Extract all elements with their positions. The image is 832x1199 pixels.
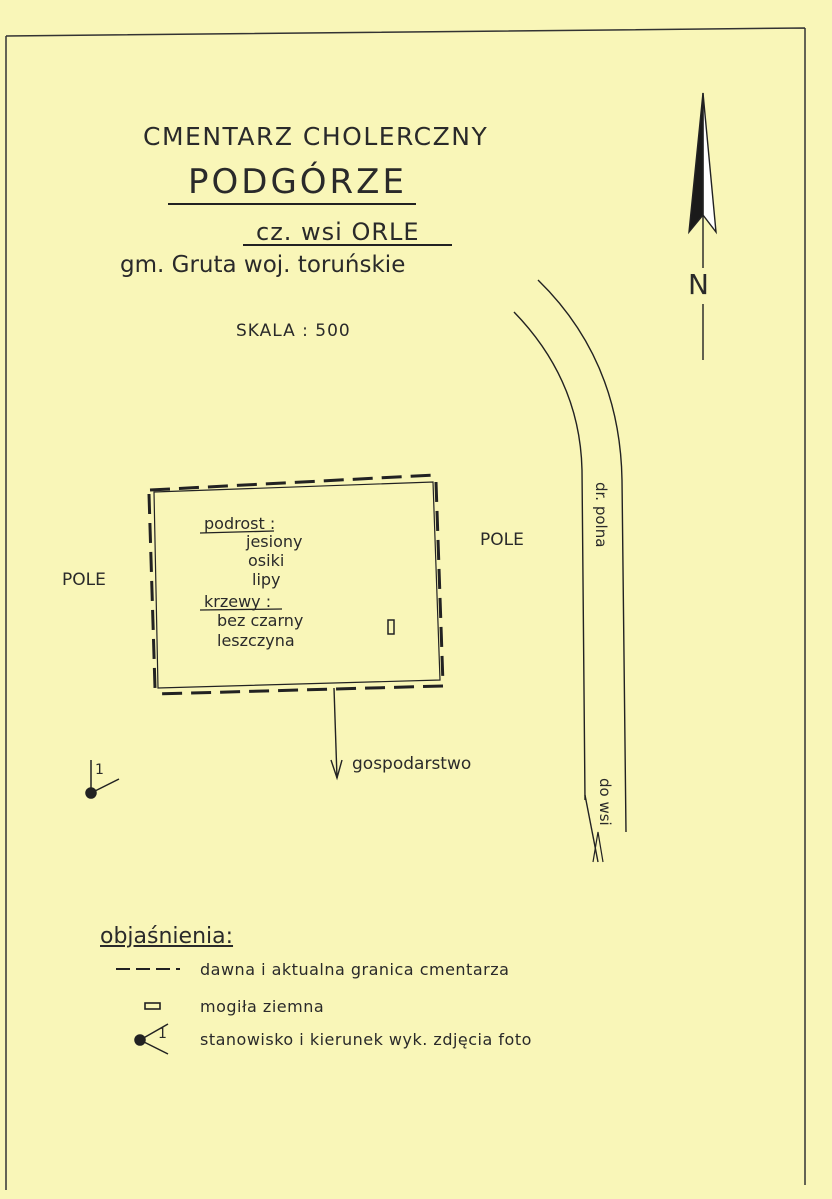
farm-arrow — [330, 687, 343, 781]
shrub-item: leszczyna — [217, 631, 295, 650]
road-upper-label: dr. polna — [592, 482, 610, 548]
legend-photo-symbol — [134, 1023, 169, 1055]
map-title: CMENTARZ CHOLERCZNY — [143, 122, 489, 151]
field-left-label: POLE — [62, 570, 106, 590]
photo-station-symbol — [85, 760, 120, 799]
scale-label: SKALA : 500 — [236, 321, 351, 341]
north-arrow — [688, 92, 717, 360]
village-label: cz. wsi ORLE — [256, 218, 420, 246]
undergrowth-label: podrost : — [204, 514, 276, 533]
field-right-label: POLE — [480, 530, 524, 550]
legend-title: objaśnienia: — [100, 924, 234, 949]
grave-mound-symbol — [387, 619, 395, 635]
farm-label: gospodarstwo — [352, 754, 472, 774]
tree-item: jesiony — [246, 532, 303, 551]
krzewy-underline — [199, 608, 283, 611]
legend-grave-symbol — [144, 1002, 161, 1010]
podrost-underline — [199, 530, 275, 534]
shrub-item: bez czarny — [217, 611, 304, 630]
shrubs-label: krzewy : — [204, 592, 272, 611]
photo-number-label: 1 — [95, 762, 104, 778]
legend-item-grave: mogiła ziemna — [200, 997, 325, 1016]
north-label: N — [688, 268, 709, 301]
cemetery-name: PODGÓRZE — [188, 162, 407, 202]
cemetery-boundary — [147, 473, 445, 696]
legend-item-boundary: dawna i aktualna granica cmentarza — [200, 960, 510, 979]
municipality-label: gm. Gruta woj. toruńskie — [120, 252, 406, 278]
legend-photo-number: 1 — [158, 1026, 167, 1042]
field-road — [513, 279, 627, 863]
tree-item: osiki — [248, 551, 285, 570]
tree-item: lipy — [252, 570, 281, 589]
road-lower-label: do wsi — [596, 778, 614, 826]
legend-item-photo: stanowisko i kierunek wyk. zdjęcia foto — [200, 1030, 532, 1049]
cemetery-outline — [153, 481, 441, 689]
page-frame — [5, 27, 806, 1190]
